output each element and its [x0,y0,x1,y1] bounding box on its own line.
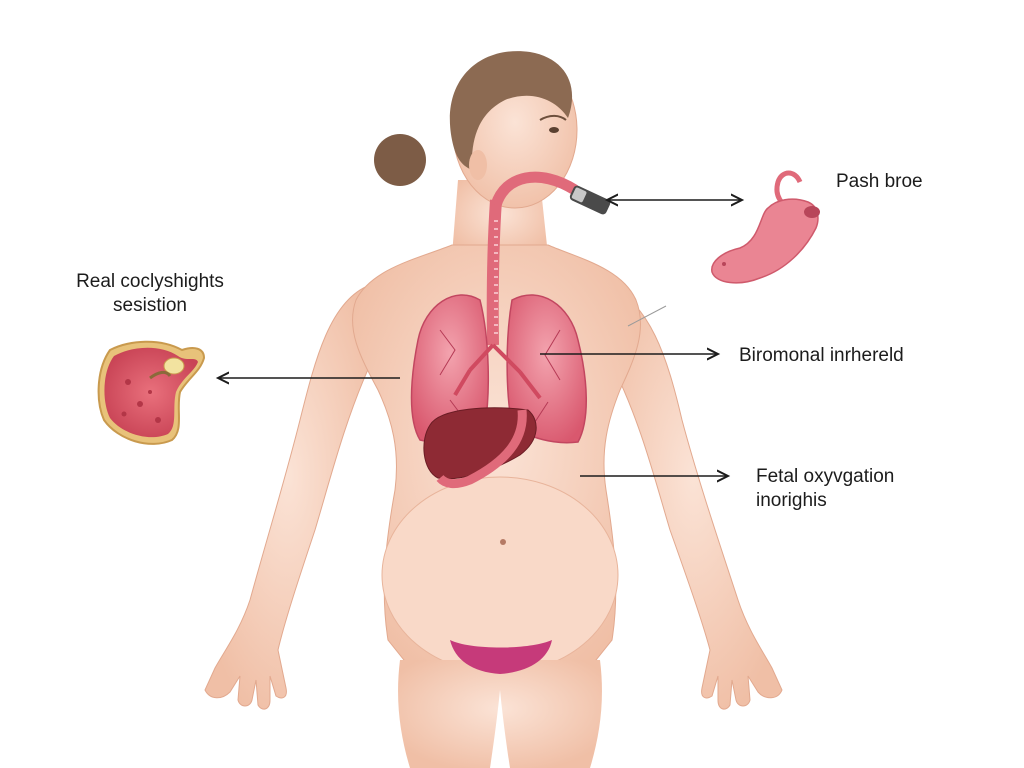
underwear [450,640,552,674]
left-arm [204,284,371,710]
navel [500,539,506,545]
pregnant-belly [381,476,619,674]
callout-label-fetal-line2: inorighis [756,490,827,511]
lung-veins [439,329,561,423]
right-lung [506,294,587,444]
hair-bun [374,134,426,186]
callout-label-fetal-line1: Fetal oxyvgation [756,466,895,487]
callout-label-bronchial: Biromonal inrhereld [739,344,904,368]
callout-label-real-line2: sesistion [113,295,187,316]
callout-arrows [218,200,742,476]
airway [486,171,611,346]
callout-label-real-line1: Real coclyshights [76,271,224,292]
oral-airway [490,171,578,207]
liver [423,407,537,480]
callout-label-fetal: Fetal oxyvgation inorighis [756,465,894,513]
lungs [410,294,587,444]
right-arm [604,284,783,710]
ear [469,150,487,180]
eye [549,127,559,133]
left-lung [410,294,490,443]
faint-pointer [627,305,667,327]
trachea [486,199,502,346]
callout-label-bronchial-line1: Biromonal inrhereld [739,345,904,366]
hair [449,51,573,170]
bronchi [453,343,542,400]
eyebrow [539,114,567,121]
stomach-tract [436,409,527,489]
tissue-cross-section-icon [97,340,206,445]
callout-label-real: Real coclyshights sesistion [50,270,250,318]
callout-label-pash: Pash broe [836,170,923,194]
callout-label-pash-line1: Pash broe [836,171,923,192]
stomach-organ-icon [711,170,820,284]
legs [398,660,602,768]
breathing-tube-icon [569,185,611,215]
